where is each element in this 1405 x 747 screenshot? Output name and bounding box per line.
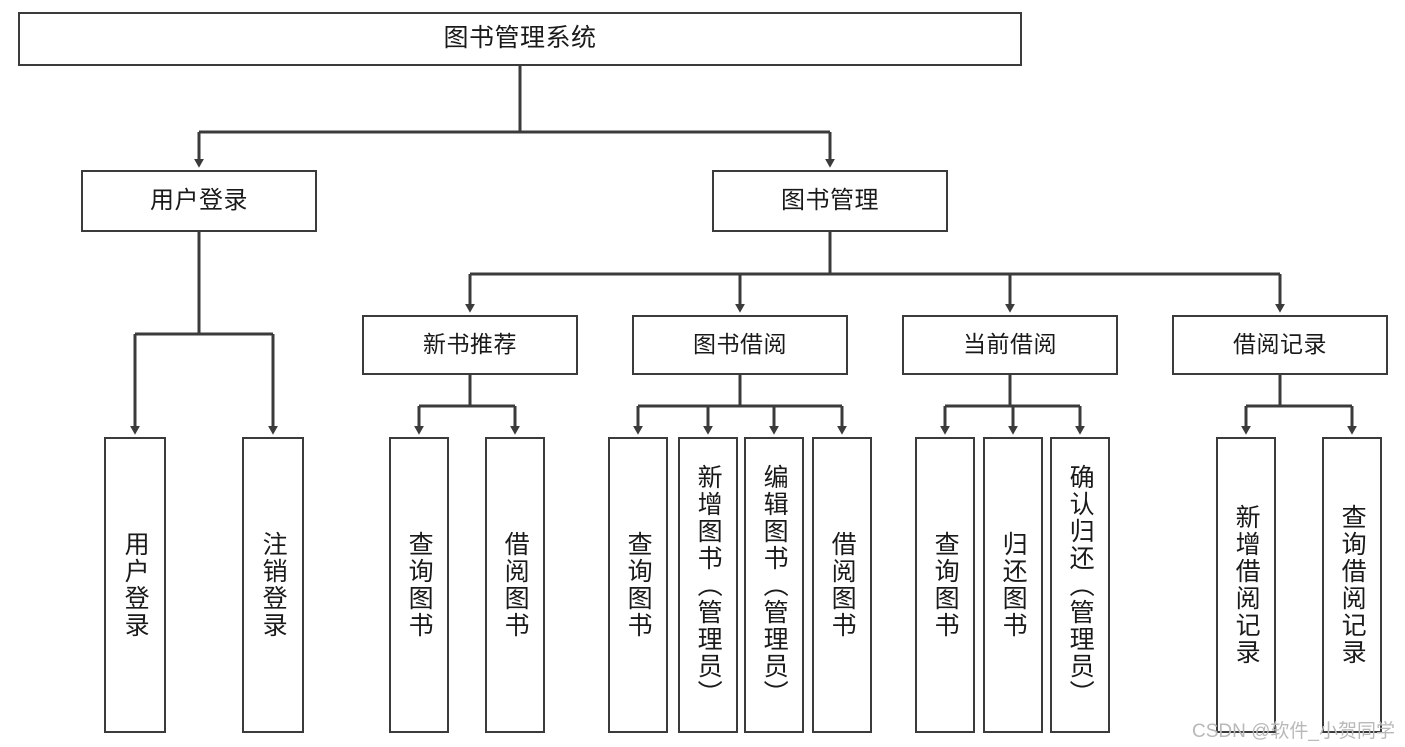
leaf-node[interactable]: 新增借阅记录 <box>1216 437 1276 733</box>
node-label: 查询图书 <box>405 531 434 639</box>
csdn-watermark: CSDN @软件_小贺同学 <box>1192 721 1395 742</box>
node-label: 编辑图书（管理员） <box>760 463 789 707</box>
node-label: 确认归还（管理员） <box>1066 463 1095 707</box>
leaf-node[interactable]: 查询借阅记录 <box>1322 437 1382 733</box>
node-label: 图书管理 <box>781 186 879 214</box>
leaf-node[interactable]: 注销登录 <box>242 437 304 733</box>
leaf-node[interactable]: 归还图书 <box>983 437 1043 733</box>
node-label: 用户登录 <box>121 531 150 639</box>
node-label: 新增图书（管理员） <box>694 463 723 707</box>
node-label: 借阅记录 <box>1233 331 1327 358</box>
leaf-node[interactable]: 查询图书 <box>915 437 975 733</box>
node-label: 查询图书 <box>624 531 653 639</box>
leaf-node[interactable]: 确认归还（管理员） <box>1050 437 1110 733</box>
leaf-node[interactable]: 用户登录 <box>104 437 166 733</box>
node-label: 图书管理系统 <box>443 24 597 53</box>
node-label: 归还图书 <box>999 531 1028 639</box>
node-user-login[interactable]: 用户登录 <box>81 170 317 232</box>
node-label: 当前借阅 <box>963 331 1057 358</box>
node-label: 用户登录 <box>150 186 248 214</box>
leaf-node[interactable]: 新增图书（管理员） <box>678 437 738 733</box>
node-label: 注销登录 <box>259 531 288 639</box>
node-label: 借阅图书 <box>828 531 857 639</box>
node-label: 查询借阅记录 <box>1338 504 1367 666</box>
leaf-node[interactable]: 查询图书 <box>608 437 668 733</box>
leaf-node[interactable]: 查询图书 <box>389 437 449 733</box>
node-label: 图书借阅 <box>693 331 787 358</box>
node-label: 新书推荐 <box>423 331 517 358</box>
node-label: 新增借阅记录 <box>1232 504 1261 666</box>
node-book-borrowing[interactable]: 图书借阅 <box>632 315 848 375</box>
node-label: 借阅图书 <box>501 531 530 639</box>
node-borrowing-record[interactable]: 借阅记录 <box>1172 315 1388 375</box>
node-book-management[interactable]: 图书管理 <box>712 170 948 232</box>
leaf-node[interactable]: 借阅图书 <box>485 437 545 733</box>
node-root-book-management-system[interactable]: 图书管理系统 <box>18 12 1022 66</box>
leaf-node[interactable]: 借阅图书 <box>812 437 872 733</box>
node-new-book-recommendation[interactable]: 新书推荐 <box>362 315 578 375</box>
node-current-borrowing[interactable]: 当前借阅 <box>902 315 1118 375</box>
leaf-node[interactable]: 编辑图书（管理员） <box>744 437 804 733</box>
node-label: 查询图书 <box>931 531 960 639</box>
